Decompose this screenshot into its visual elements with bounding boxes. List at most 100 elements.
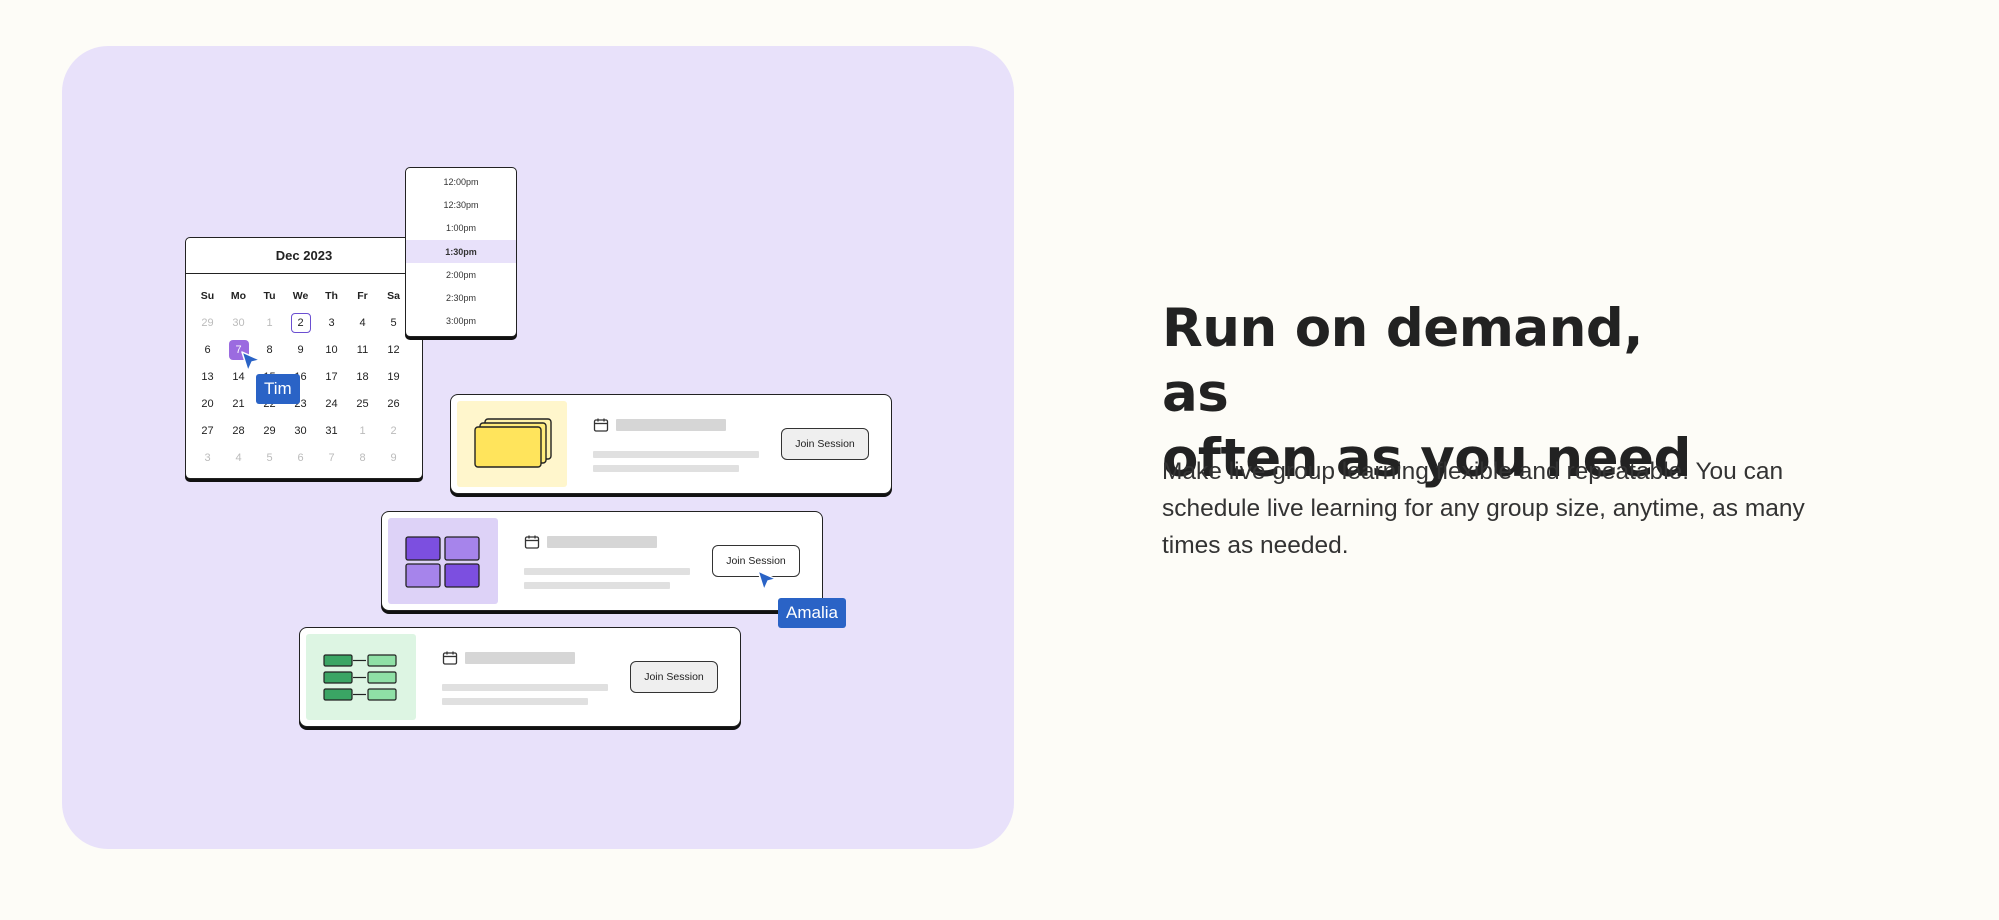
calendar-day-number: 14	[232, 370, 245, 383]
calendar-day-number: 9	[390, 451, 397, 464]
calendar-day[interactable]: 5	[378, 309, 409, 336]
session-card-3: Join Session	[299, 627, 741, 727]
calendar-icon	[593, 418, 609, 432]
weekday-label: Fr	[357, 289, 368, 302]
calendar-day[interactable]: 3	[316, 309, 347, 336]
calendar-day[interactable]: 7	[316, 444, 347, 471]
calendar-day[interactable]: 29	[254, 417, 285, 444]
calendar-day[interactable]: 28	[223, 417, 254, 444]
calendar-day[interactable]: 17	[316, 363, 347, 390]
calendar-day[interactable]: 6	[285, 444, 316, 471]
stacked-cards-icon	[474, 418, 552, 468]
calendar-day[interactable]: 9	[285, 336, 316, 363]
calendar-day-number: 28	[232, 424, 245, 437]
calendar-day[interactable]: 21	[223, 390, 254, 417]
calendar-day[interactable]: 10	[316, 336, 347, 363]
title-placeholder	[616, 419, 726, 431]
join-session-button[interactable]: Join Session	[712, 545, 800, 577]
calendar-day[interactable]: 8	[347, 444, 378, 471]
calendar-day[interactable]: 1	[347, 417, 378, 444]
time-option[interactable]: 2:30pm	[445, 293, 477, 304]
headline-line-2: often as you need	[1162, 428, 1691, 489]
calendar-icon	[524, 535, 540, 549]
calendar-day[interactable]: 2	[378, 417, 409, 444]
weekday-label: Mo	[230, 289, 247, 302]
calendar-day-number: 5	[266, 451, 273, 464]
calendar-day-number: 29	[201, 316, 214, 329]
session-thumbnail-flow	[306, 634, 416, 720]
calendar-month-title: Dec 2023	[186, 238, 422, 274]
calendar-day-number: 31	[325, 424, 338, 437]
calendar-day-number: 7	[328, 451, 335, 464]
calendar-icon	[442, 651, 458, 665]
time-option[interactable]: 1:00pm	[445, 223, 477, 234]
calendar-day-number: 13	[201, 370, 214, 383]
calendar-day[interactable]: 30	[285, 417, 316, 444]
calendar-day-today[interactable]: 2	[285, 309, 316, 336]
calendar-day-number: 19	[387, 370, 400, 383]
headline-line-1: Run on demand, as	[1162, 298, 1644, 424]
time-option[interactable]: 2:00pm	[445, 269, 477, 280]
time-option[interactable]: 3:00pm	[445, 316, 477, 327]
text-placeholder	[442, 684, 608, 691]
calendar-day-number: 21	[232, 397, 245, 410]
cursor-arrow-icon	[241, 351, 261, 372]
calendar-day[interactable]: 24	[316, 390, 347, 417]
calendar-day[interactable]: 8	[254, 336, 285, 363]
calendar-day[interactable]: 5	[254, 444, 285, 471]
calendar-day[interactable]: 19	[378, 363, 409, 390]
calendar-day[interactable]: 27	[192, 417, 223, 444]
calendar-day-number: 4	[235, 451, 242, 464]
calendar-day-number: 9	[297, 343, 304, 356]
calendar-day-number: 10	[325, 343, 338, 356]
calendar-day-number: 20	[201, 397, 214, 410]
calendar-day[interactable]: 9	[378, 444, 409, 471]
calendar-day-number: 3	[328, 316, 335, 329]
calendar-day-number: 3	[204, 451, 211, 464]
cursor-arrow-icon	[757, 570, 777, 591]
calendar-day-number: 1	[359, 424, 366, 437]
calendar-day-number: 30	[232, 316, 245, 329]
calendar-day[interactable]: 13	[192, 363, 223, 390]
calendar-day[interactable]: 1	[254, 309, 285, 336]
calendar-day[interactable]: 11	[347, 336, 378, 363]
weekday-label: Tu	[263, 289, 276, 302]
calendar-day[interactable]: 30	[223, 309, 254, 336]
session-card-1: Join Session	[450, 394, 892, 494]
calendar-day[interactable]: 12	[378, 336, 409, 363]
calendar-day[interactable]: 3	[192, 444, 223, 471]
calendar-day-number: 8	[266, 343, 273, 356]
calendar-day[interactable]: 18	[347, 363, 378, 390]
weekday-label: Su	[200, 289, 215, 302]
flow-rows-icon	[323, 654, 397, 701]
calendar-day-number: 27	[201, 424, 214, 437]
calendar-day-number: 29	[263, 424, 276, 437]
calendar-day-number: 25	[356, 397, 369, 410]
calendar-day-number: 17	[325, 370, 338, 383]
calendar-day-number: 26	[387, 397, 400, 410]
calendar-day[interactable]: 4	[223, 444, 254, 471]
time-option[interactable]: 12:30pm	[443, 199, 479, 210]
section-description: Make live group learning flexible and re…	[1162, 458, 1805, 559]
calendar-day[interactable]: 6	[192, 336, 223, 363]
time-option[interactable]: 12:00pm	[443, 176, 479, 187]
join-session-button[interactable]: Join Session	[630, 661, 718, 693]
calendar-day[interactable]: 4	[347, 309, 378, 336]
calendar-grid: SuMoTuWeThFrSa29301234567891011121314151…	[192, 282, 409, 471]
time-option-selected[interactable]: 1:30pm	[406, 239, 516, 264]
calendar-day[interactable]: 14	[223, 363, 254, 390]
calendar-day[interactable]: 20	[192, 390, 223, 417]
join-session-button[interactable]: Join Session	[781, 428, 869, 460]
calendar-day[interactable]: 31	[316, 417, 347, 444]
calendar-day[interactable]: 25	[347, 390, 378, 417]
text-placeholder	[524, 582, 670, 589]
weekday-label: We	[292, 289, 309, 302]
time-picker-dropdown: 12:00pm 12:30pm 1:00pm 1:30pm 2:00pm 2:30pm 3:…	[405, 167, 517, 337]
calendar-day[interactable]: 29	[192, 309, 223, 336]
calendar-day-number: 6	[204, 343, 211, 356]
calendar-day[interactable]: 26	[378, 390, 409, 417]
session-thumbnail-stacked-cards	[457, 401, 567, 487]
calendar-day-number: 24	[325, 397, 338, 410]
weekday-label: Sa	[387, 289, 400, 302]
session-thumbnail-grid	[388, 518, 498, 604]
